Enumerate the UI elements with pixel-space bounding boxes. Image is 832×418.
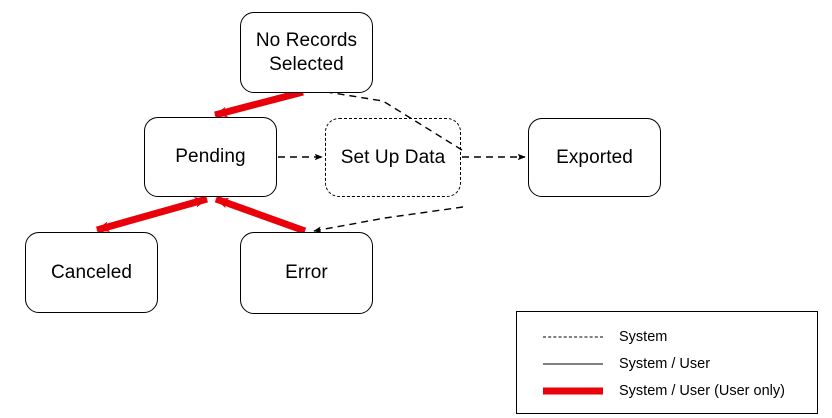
legend-item-system-label: System <box>619 328 668 345</box>
dashed-line-icon <box>543 331 603 343</box>
legend-item-system-user-label: System / User <box>619 355 711 372</box>
node-exported[interactable]: Exported <box>528 118 661 197</box>
solid-line-icon <box>543 358 603 370</box>
node-no-records-selected[interactable]: No Records Selected <box>240 12 373 93</box>
node-set-up-data[interactable]: Set Up Data <box>325 118 461 197</box>
node-exported-label: Exported <box>556 146 633 168</box>
legend-item-user-only-label: System / User (User only) <box>619 382 785 399</box>
legend-item-system: System <box>517 323 817 350</box>
edge-error-to-pending <box>214 195 307 235</box>
node-error[interactable]: Error <box>240 232 373 314</box>
node-pending[interactable]: Pending <box>144 117 277 197</box>
legend-item-user-only: System / User (User only) <box>517 377 817 404</box>
node-error-label: Error <box>285 262 328 284</box>
edge-pending-canceled <box>96 195 208 234</box>
node-canceled[interactable]: Canceled <box>25 232 158 313</box>
node-no-records-selected-label: No Records Selected <box>255 29 358 75</box>
node-canceled-label: Canceled <box>50 261 133 283</box>
red-thick-line-icon <box>543 385 603 397</box>
node-set-up-data-label: Set Up Data <box>340 146 446 168</box>
node-pending-label: Pending <box>175 146 246 168</box>
legend-item-system-user: System / User <box>517 350 817 377</box>
edge-setup-to-error <box>313 206 464 233</box>
edge-no-records-to-pending <box>214 88 304 119</box>
legend: System System / User System / User (User… <box>516 311 818 414</box>
edge-setup-to-no-records <box>307 86 463 151</box>
